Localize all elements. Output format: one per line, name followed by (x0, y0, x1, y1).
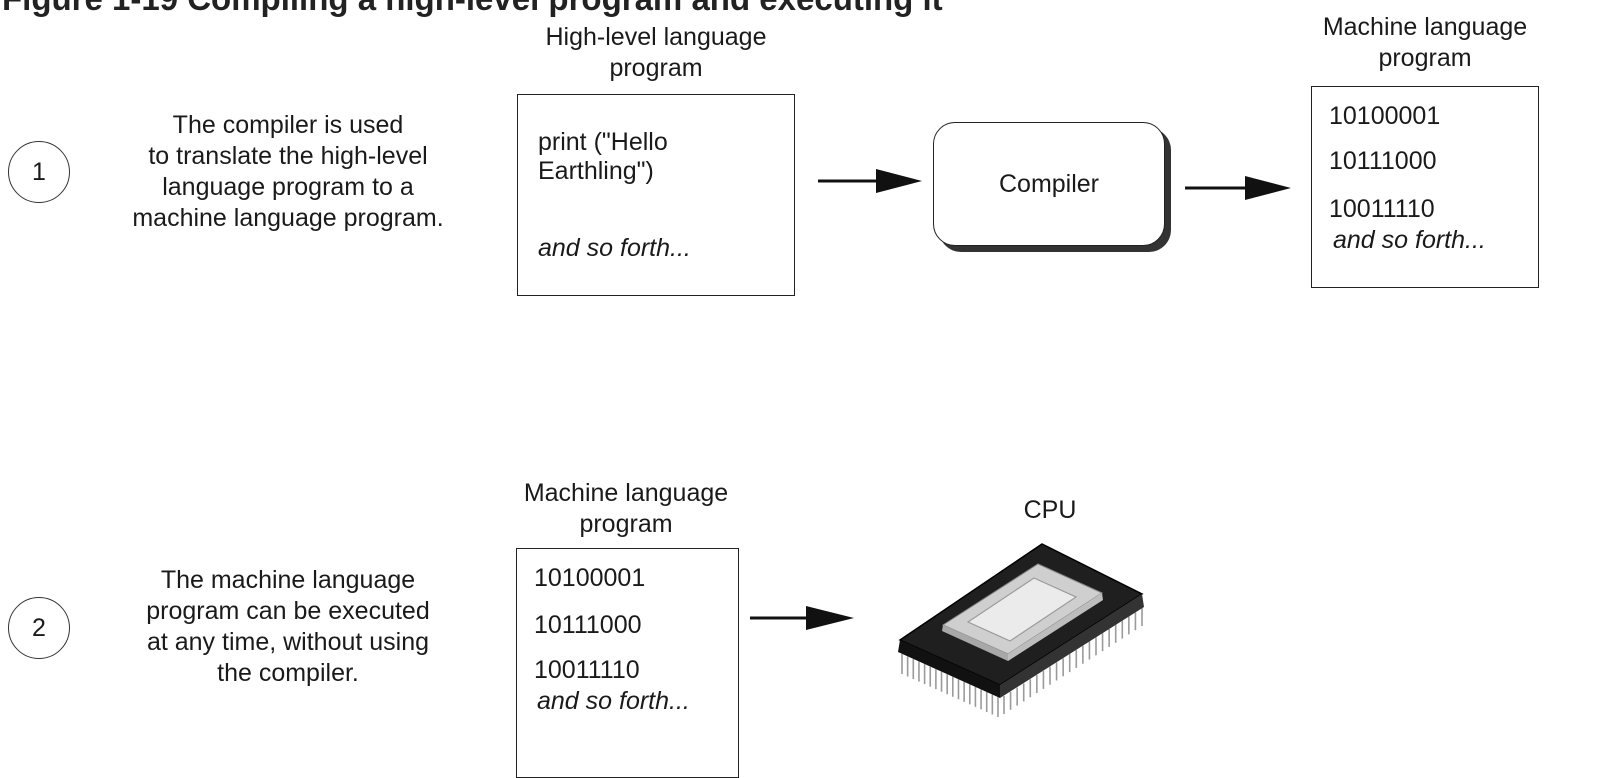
step-2-program-header-line: program (579, 510, 673, 538)
figure-title-strip: Figure 1-19 Compiling a high-level progr… (0, 0, 1597, 22)
cpu-heatspreader-side (942, 625, 1008, 661)
cpu-label: CPU (1023, 496, 1077, 524)
step-2-program-box: 10100001 10111000 10011110 and so forth.… (516, 548, 739, 778)
machine-code-line: 10100001 (1329, 102, 1441, 130)
step-1-badge: 1 (8, 141, 70, 203)
cpu-heatspreader-side-right (1008, 593, 1103, 661)
step-1-description-line: The compiler is used (172, 111, 404, 139)
source-program-box: print ("Hello Earthling") and so forth..… (517, 94, 795, 296)
figure-title: Figure 1-19 Compiling a high-level progr… (2, 0, 943, 18)
source-code-line: Earthling") (538, 157, 654, 185)
source-code-line: print ("Hello (538, 128, 668, 156)
output-program-box: 10100001 10111000 10011110 and so forth.… (1311, 86, 1539, 288)
cpu-chip (898, 543, 1144, 717)
step-2-program-header-line: Machine language (523, 479, 729, 507)
step-1-number: 1 (32, 157, 46, 186)
cpu-pins (901, 608, 1143, 717)
step-2-description-line: program can be executed (146, 597, 430, 625)
cpu-die (966, 577, 1078, 642)
output-and-so-forth: and so forth... (1333, 226, 1486, 254)
step-1-description-line: machine language program. (132, 204, 444, 232)
step-2-description: The machine language program can be exec… (92, 565, 484, 689)
source-program-header: High-level language program (506, 22, 806, 84)
step-2-description-line: The machine language (160, 566, 416, 594)
step-2-badge: 2 (8, 597, 70, 659)
source-program-header-line: program (609, 54, 703, 82)
compiler-label: Compiler (998, 169, 1100, 198)
output-program-header-line: Machine language (1322, 13, 1528, 41)
step-1-description-line: language program to a (162, 173, 414, 201)
cpu-package-side-right (1000, 594, 1144, 698)
compiler-box: Compiler (933, 122, 1165, 246)
step-2-number: 2 (32, 613, 46, 642)
arrow-to-cpu (750, 606, 854, 630)
machine-code-line: 10011110 (1329, 195, 1435, 223)
output-program-header-line: program (1378, 44, 1472, 72)
step-2-description-line: the compiler. (217, 659, 359, 687)
step-2-description-line: at any time, without using (146, 628, 430, 656)
arrow-to-compiler (818, 169, 922, 193)
output-program-header: Machine language program (1280, 12, 1570, 74)
step-2-program-header: Machine language program (476, 478, 776, 540)
step-2-and-so-forth: and so forth... (537, 687, 690, 715)
source-program-header-line: High-level language (545, 23, 767, 51)
machine-code-line: 10011110 (534, 656, 640, 684)
arrow-to-machine-program (1185, 176, 1291, 200)
machine-code-line: 10111000 (534, 611, 642, 639)
machine-code-line: 10100001 (534, 564, 646, 592)
step-1-description: The compiler is used to translate the hi… (92, 110, 484, 234)
step-1-description-line: to translate the high-level (148, 142, 428, 170)
source-and-so-forth: and so forth... (538, 234, 691, 262)
cpu-package-side-left (898, 640, 1000, 698)
machine-code-line: 10111000 (1329, 147, 1437, 175)
